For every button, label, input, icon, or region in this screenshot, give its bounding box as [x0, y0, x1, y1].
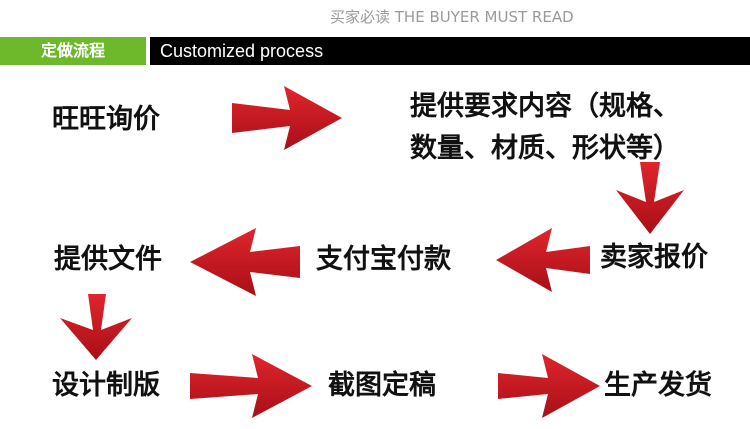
arrow-left-2 — [190, 228, 300, 296]
arrow-right-1 — [232, 86, 342, 150]
arrow-right-2 — [190, 354, 312, 418]
step-design-plate: 设计制版 — [52, 370, 160, 401]
arrow-down-2 — [60, 294, 132, 360]
arrow-left-1 — [496, 228, 590, 292]
step-requirements-line1: 提供要求内容（规格、 — [410, 91, 680, 122]
arrow-right-3 — [498, 354, 600, 418]
step-production-shipping: 生产发货 — [604, 370, 712, 401]
header-label-cn: 定做流程 — [0, 37, 146, 65]
step-screenshot-proof: 截图定稿 — [328, 370, 436, 401]
step-provide-files: 提供文件 — [54, 244, 162, 275]
header-label-en: Customized process — [160, 41, 324, 61]
header-divider — [146, 37, 150, 65]
arrow-down-1 — [616, 162, 684, 234]
step-provide-requirements: 提供要求内容（规格、 数量、材质、形状等） — [410, 86, 680, 170]
section-header: 定做流程 Customized process — [0, 37, 750, 65]
top-caption: 买家必读 THE BUYER MUST READ — [330, 8, 574, 26]
step-seller-quote: 卖家报价 — [600, 242, 708, 273]
step-wangwang-inquiry: 旺旺询价 — [52, 104, 160, 135]
step-alipay-payment: 支付宝付款 — [316, 244, 451, 275]
step-requirements-line2: 数量、材质、形状等） — [410, 133, 680, 164]
